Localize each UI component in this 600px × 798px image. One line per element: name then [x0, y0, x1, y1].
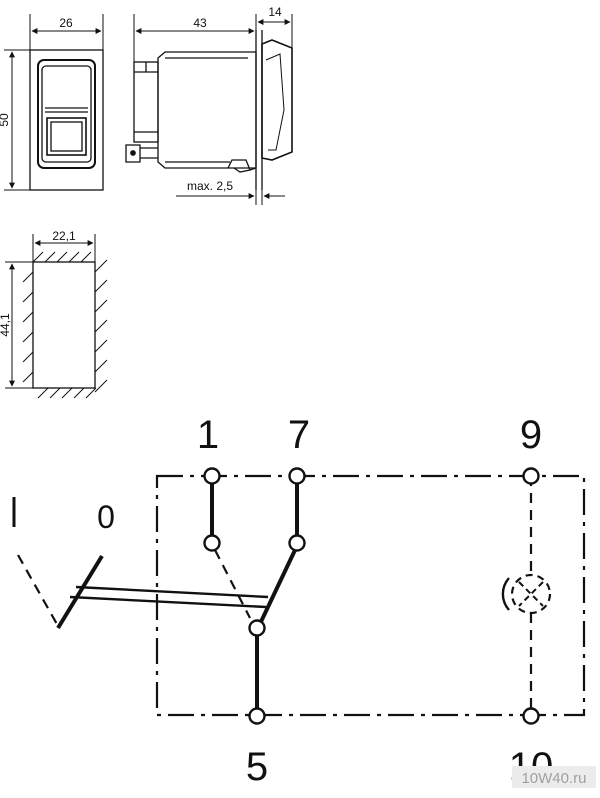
terminal-5-label: 5: [246, 745, 268, 789]
switch-housing-boundary: [155, 474, 586, 717]
cutout-height-label: 44,1: [0, 313, 12, 337]
terminal-7-label: 7: [288, 413, 310, 457]
terminal-1-label: 1: [197, 413, 219, 457]
cutout-width-label: 22,1: [52, 229, 76, 243]
terminal-9-label: 9: [520, 413, 542, 457]
side-latch: [227, 159, 251, 173]
front-view: [29, 49, 104, 191]
terminal-9-node: [522, 467, 540, 485]
side-view: [125, 30, 293, 190]
front-indicator-window: [46, 117, 87, 156]
rocker-off-dashed: [17, 554, 59, 627]
watermark: 10W40.ru: [521, 770, 586, 787]
position-0-label: 0: [97, 499, 115, 535]
contact-1-node: [203, 534, 221, 552]
actuator-bar-top: [75, 585, 269, 599]
terminal-1-node: [203, 467, 221, 485]
cutout-hatching: [22, 251, 108, 399]
indicator-lamp-icon: [510, 573, 552, 615]
actuator-bar-bottom: [69, 595, 267, 609]
contact-1-dashed-link: [214, 549, 251, 619]
front-rocker: [37, 59, 96, 169]
terminal-5-node: [248, 707, 266, 725]
side-connector-block: [133, 61, 159, 143]
watermark-box: [512, 766, 596, 788]
terminal-10-node: [522, 707, 540, 725]
front-width-label: 26: [59, 16, 73, 30]
panel-cutout: [32, 261, 96, 389]
rocker-lever: [56, 554, 104, 630]
side-rocker: [261, 39, 293, 161]
schematic: [12, 474, 586, 717]
contact-7-link: [256, 547, 298, 629]
front-bezel: [29, 49, 104, 191]
contact-7-node: [288, 534, 306, 552]
terminal-nodes: [203, 467, 540, 725]
front-dimensions: [4, 14, 104, 191]
side-panel-label: max. 2,5: [187, 179, 233, 193]
pivot-node: [248, 619, 266, 637]
side-rocker-label: 14: [268, 5, 282, 19]
front-height-label: 50: [0, 113, 11, 127]
side-depth-label: 43: [193, 16, 207, 30]
side-housing: [157, 51, 257, 169]
side-dimensions: [133, 14, 293, 205]
front-rocker-inner: [41, 65, 92, 163]
cutout-dimensions: [5, 234, 96, 389]
terminal-7-node: [288, 467, 306, 485]
cutout-rectangle: [32, 261, 96, 389]
side-terminal-lug: [125, 144, 141, 163]
